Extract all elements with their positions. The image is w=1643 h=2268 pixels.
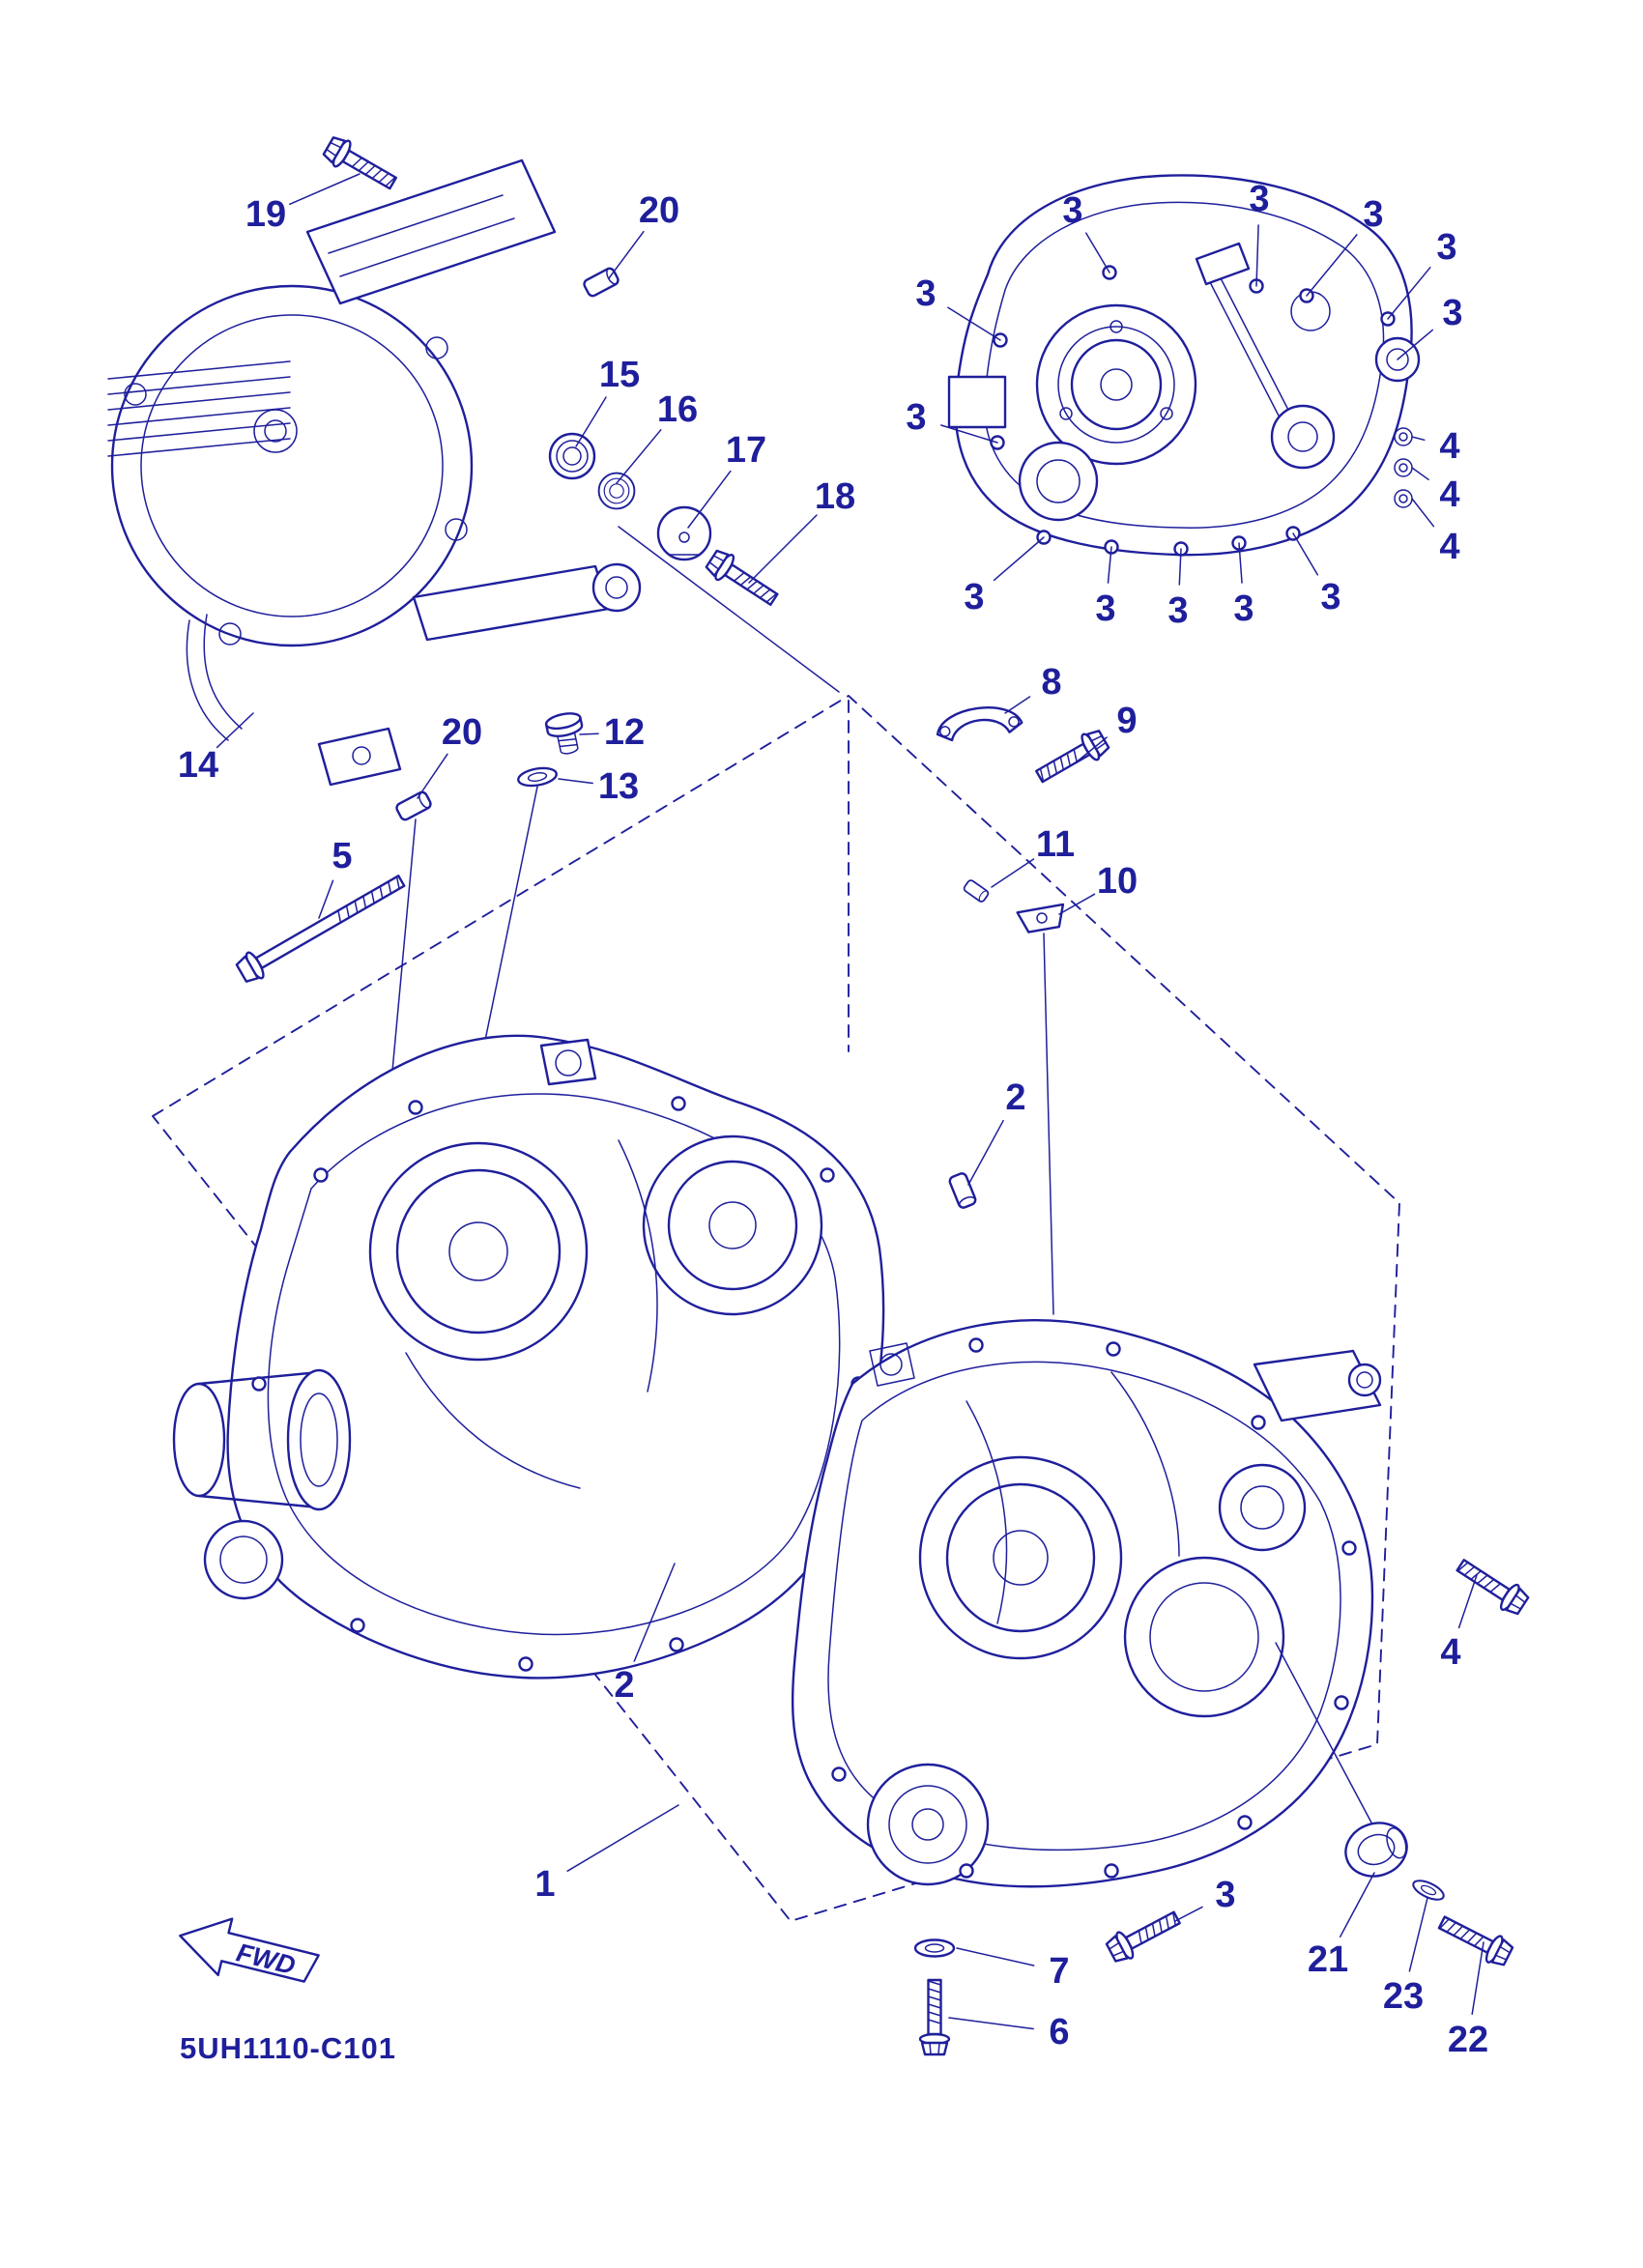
callout-label-3-22: 3 xyxy=(1095,589,1115,629)
callout-label-3-11: 3 xyxy=(1062,190,1082,231)
callout-label-10-29: 10 xyxy=(1097,861,1138,902)
callout-leader-3-14 xyxy=(1387,267,1431,320)
callout-leader-3-21 xyxy=(993,536,1045,582)
callout-label-8-26: 8 xyxy=(1041,662,1061,703)
callout-label-4-19: 4 xyxy=(1439,474,1459,515)
callout-label-3-16: 3 xyxy=(1442,293,1462,333)
callout-label-21-35: 21 xyxy=(1308,1939,1348,1980)
callout-label-5-10: 5 xyxy=(331,836,352,876)
callout-leader-3-17 xyxy=(940,424,998,444)
callout-leader-1-33 xyxy=(566,1804,679,1872)
callout-label-2-30: 2 xyxy=(1005,1077,1025,1118)
bottom-parts-art xyxy=(913,1551,1533,2056)
callout-leader-4-31 xyxy=(1457,1574,1478,1629)
clamp-part-art xyxy=(1016,903,1065,933)
left-crankcase-art xyxy=(172,1034,885,1679)
callout-label-16-3: 16 xyxy=(657,389,698,430)
callout-leader-3-23 xyxy=(1178,548,1182,586)
callout-leader-13-9 xyxy=(558,778,593,785)
seal-part-art xyxy=(1344,1822,1408,1878)
callout-label-17-4: 17 xyxy=(726,430,766,471)
callout-label-11-28: 11 xyxy=(1036,824,1075,865)
callout-leader-22-37 xyxy=(1471,1941,1484,2016)
plug-part-art xyxy=(544,712,584,755)
middle-parts-art xyxy=(658,706,1112,1572)
callout-leader-5-10 xyxy=(318,879,334,919)
callout-leader-10-29 xyxy=(1058,893,1096,915)
callout-leader-3-13 xyxy=(1306,234,1358,297)
callout-label-3-34: 3 xyxy=(1215,1875,1235,1915)
callout-label-14-6: 14 xyxy=(178,745,218,786)
callout-leader-12-8 xyxy=(579,732,599,735)
callout-leader-3-22 xyxy=(1107,546,1112,584)
callout-label-3-24: 3 xyxy=(1233,589,1254,629)
callout-leader-20-7 xyxy=(417,753,448,799)
callout-leader-15-2 xyxy=(575,396,607,447)
callout-label-7-38: 7 xyxy=(1049,1951,1069,1992)
callout-leader-3-11 xyxy=(1085,232,1110,273)
long-bolt-art xyxy=(235,875,406,983)
callout-leader-18-5 xyxy=(748,514,818,584)
callout-leader-3-25 xyxy=(1292,532,1319,576)
callout-label-3-12: 3 xyxy=(1249,179,1269,219)
callout-leader-3-34 xyxy=(1174,1906,1203,1922)
callout-leader-3-24 xyxy=(1238,542,1243,584)
right-crankcase-art xyxy=(791,1318,1382,1888)
callout-label-3-17: 3 xyxy=(906,397,926,438)
callout-leader-20-1 xyxy=(608,230,645,279)
callout-leader-14-6 xyxy=(216,712,254,749)
callout-label-6-39: 6 xyxy=(1049,2012,1069,2053)
cover-assembly-art xyxy=(107,131,840,1093)
callout-leader-23-36 xyxy=(1408,1897,1428,1972)
callout-leader-16-3 xyxy=(616,429,662,484)
callout-label-12-8: 12 xyxy=(604,712,645,753)
callout-label-3-23: 3 xyxy=(1167,590,1188,631)
callout-leader-17-4 xyxy=(687,470,732,529)
callout-leader-2-32 xyxy=(633,1563,676,1662)
callout-leader-7-38 xyxy=(956,1947,1035,1967)
callout-label-23-36: 23 xyxy=(1383,1976,1424,2017)
callout-leader-3-12 xyxy=(1255,224,1259,287)
callout-label-3-14: 3 xyxy=(1436,227,1456,268)
assembly-boundary-art xyxy=(152,695,1400,1922)
fwd-label: FWD xyxy=(234,1938,299,1980)
callout-label-22-37: 22 xyxy=(1448,2020,1488,2060)
callout-leader-3-16 xyxy=(1397,329,1434,360)
callout-label-4-20: 4 xyxy=(1439,527,1459,567)
callout-label-4-18: 4 xyxy=(1439,426,1459,467)
callout-leader-4-18 xyxy=(1411,436,1426,442)
callout-leader-6-39 xyxy=(948,2017,1034,2030)
callout-leader-4-20 xyxy=(1411,498,1435,528)
fwd-arrow-icon: FWD xyxy=(179,1917,320,1983)
callout-label-20-1: 20 xyxy=(639,190,679,231)
callout-label-3-25: 3 xyxy=(1320,577,1340,617)
upper-case-art xyxy=(947,174,1421,557)
callout-label-13-9: 13 xyxy=(598,766,639,807)
callout-label-4-31: 4 xyxy=(1440,1632,1460,1673)
callout-label-20-7: 20 xyxy=(442,712,482,753)
callout-label-19-0: 19 xyxy=(245,194,286,235)
callout-label-3-13: 3 xyxy=(1363,194,1383,235)
callout-leader-9-27 xyxy=(1074,736,1108,764)
bracket-part-art xyxy=(936,706,1023,742)
callout-label-2-32: 2 xyxy=(614,1665,634,1706)
callout-label-1-33: 1 xyxy=(534,1864,555,1905)
callout-label-3-15: 3 xyxy=(915,273,936,314)
callout-leader-3-15 xyxy=(947,306,1001,341)
callout-leader-11-28 xyxy=(991,858,1035,888)
callout-leader-21-35 xyxy=(1339,1872,1375,1938)
callout-leader-8-26 xyxy=(1004,696,1031,714)
callout-leader-19-0 xyxy=(289,173,360,206)
callout-label-18-5: 18 xyxy=(815,476,855,517)
callout-label-3-21: 3 xyxy=(964,577,984,617)
callout-label-15-2: 15 xyxy=(599,355,640,395)
callout-leader-2-30 xyxy=(967,1119,1004,1186)
callout-label-9-27: 9 xyxy=(1116,701,1137,741)
callout-leader-4-19 xyxy=(1411,467,1429,481)
part-code: 5UH1110-C101 xyxy=(180,2031,396,2065)
